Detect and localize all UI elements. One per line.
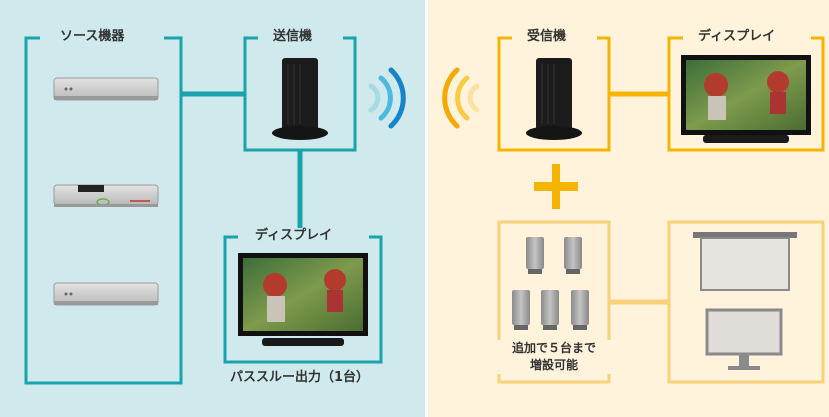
expand-note-line1: 追加で５台まで [490,340,618,357]
receiver-label: 受信機 [523,29,571,45]
wifi-wave-icon [442,67,480,129]
projector-screen-icon [693,232,797,291]
monitor-icon [705,308,783,370]
source-label: ソース機器 [56,29,129,45]
rx-display-device [681,55,811,143]
tx-display-bracket [223,235,383,364]
tx-display-device [238,253,368,346]
receiver-device [526,58,582,140]
source-bracket [24,36,183,385]
rx-display-label: ディスプレイ [694,29,780,45]
speaker-group [512,237,589,330]
plus-icon [534,164,578,209]
transmitter-device [272,58,328,140]
source-device-1 [53,77,159,101]
tx-display-label: ディスプレイ [251,228,337,244]
receiver-bracket [497,36,611,152]
source-device-2 [53,184,159,207]
expand-note: 追加で５台まで 増設可能 [490,340,618,374]
wifi-wave-icon [368,67,406,129]
transmitter-label: 送信機 [269,29,317,45]
source-device-3 [53,282,159,306]
passthrough-label: パススルー出力（1台） [230,370,370,385]
expand-note-line2: 増設可能 [490,357,618,374]
rx-display-bracket [667,36,825,152]
